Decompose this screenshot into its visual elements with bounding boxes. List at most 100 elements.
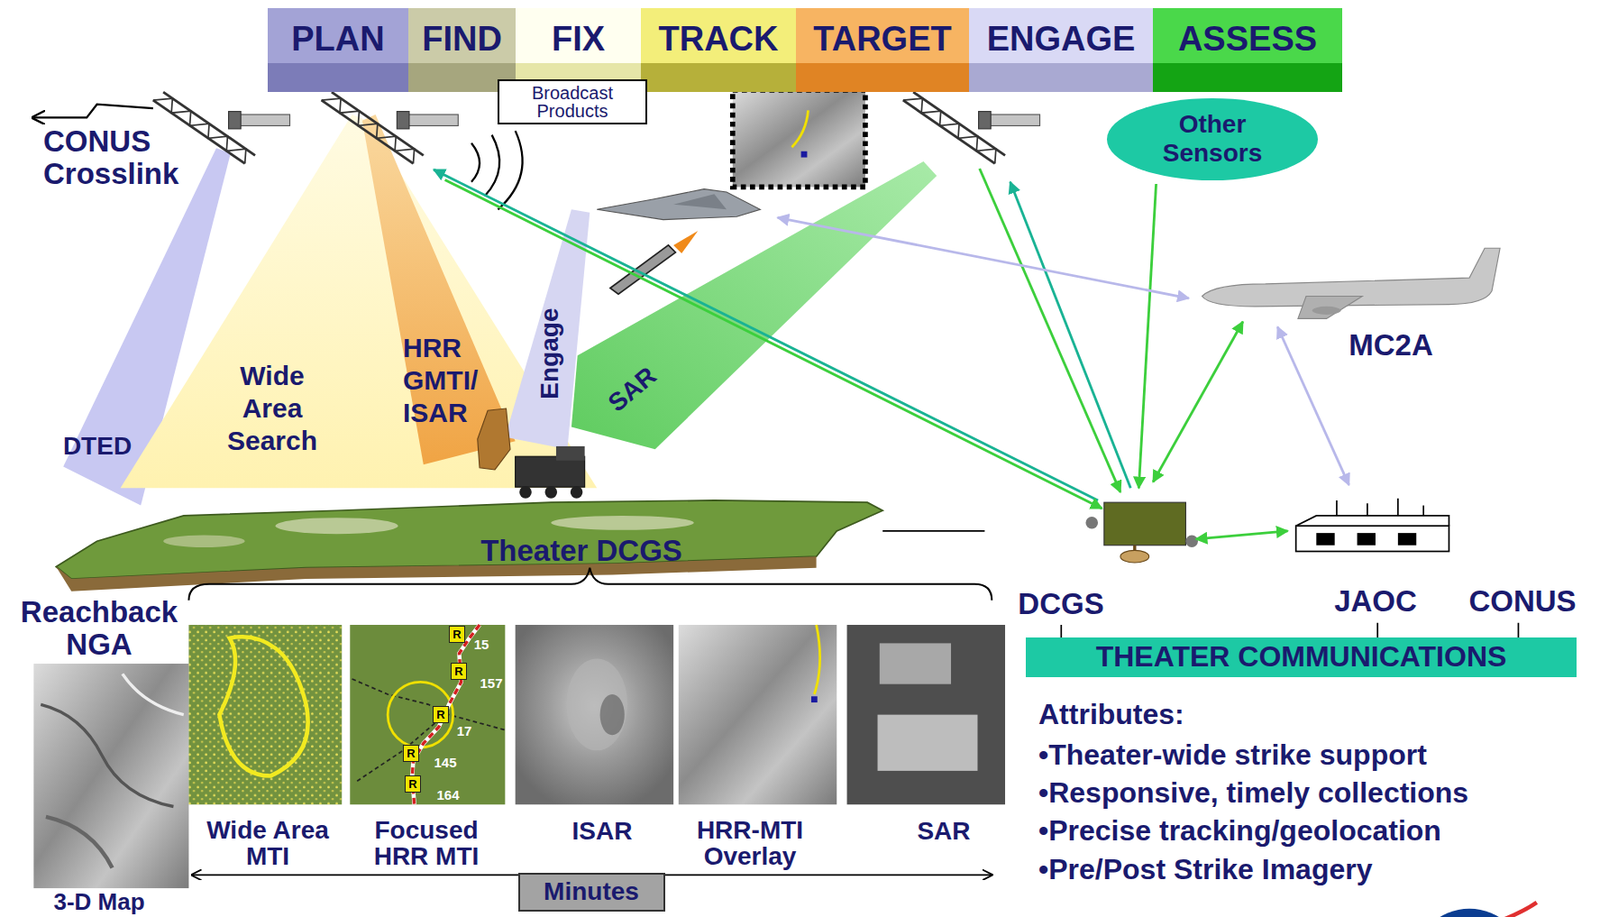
crosslink-arrow — [32, 104, 154, 119]
broadcast-waves — [497, 130, 522, 210]
data-links — [1277, 326, 1349, 485]
terrain-block — [550, 515, 694, 531]
map-3d-image — [45, 816, 113, 869]
launcher-vehicle — [556, 446, 586, 461]
beam-label: Wide Area Search — [211, 359, 334, 458]
site-label: DCGS — [1017, 586, 1104, 622]
track-marker-text: R — [408, 777, 417, 790]
site-label: JAOC — [1334, 584, 1418, 619]
terrain-block — [55, 500, 985, 592]
map-3d-image — [40, 704, 174, 806]
terrain-block — [163, 534, 246, 548]
jaoc-building — [1296, 525, 1450, 551]
phase-segment: ENGAGE — [969, 8, 1153, 92]
phase-segment: TRACK — [640, 8, 796, 92]
attribute-item: •Precise tracking/geolocation — [1038, 813, 1442, 848]
jaoc-building — [1335, 500, 1338, 516]
track-marker-text: R — [436, 708, 445, 721]
target-thumbnail — [791, 109, 808, 147]
track-marker: R — [448, 625, 466, 643]
track-marker: R — [402, 744, 420, 762]
missile — [673, 230, 698, 254]
focused-hrr-mti-image — [411, 624, 480, 805]
ground-station — [1085, 502, 1198, 563]
sar-image — [847, 624, 1006, 805]
wide-area-mti-image — [219, 636, 308, 776]
sensor-ellipse-text: Other Sensors — [1140, 109, 1285, 168]
data-links — [1010, 182, 1132, 489]
sar-image — [877, 714, 979, 771]
track-marker-text: R — [452, 628, 461, 640]
data-links — [1152, 321, 1244, 483]
strike-jet — [673, 193, 727, 210]
beam-label: DTED — [63, 431, 132, 461]
satellites — [321, 91, 459, 164]
phase-segment-text: PLAN — [291, 20, 384, 59]
terrain-block — [55, 556, 816, 591]
target-thumbnail — [801, 151, 808, 158]
sar-image — [879, 642, 951, 684]
crosslink-arrow — [32, 104, 154, 119]
jaoc-building — [1357, 532, 1376, 546]
strike-jet — [596, 189, 760, 220]
broadcast-box: Broadcast Products — [497, 79, 648, 125]
jaoc-building — [1366, 502, 1369, 516]
communications-band-text: THEATER COMMUNICATIONS — [1096, 640, 1508, 673]
launcher-vehicle — [477, 408, 511, 470]
crosslink-label: CONUS Crosslink — [43, 125, 233, 192]
image-caption: ISAR — [572, 816, 633, 846]
isar-image — [515, 624, 674, 805]
attribute-item: •Responsive, timely collections — [1038, 776, 1469, 810]
data-links — [777, 217, 1189, 298]
focused-hrr-mti-image — [356, 719, 439, 781]
focused-hrr-mti-image — [387, 681, 453, 747]
agency-logo — [1413, 902, 1537, 917]
hrr-mti-overlay-image — [813, 624, 820, 695]
mc2a-aircraft — [1202, 247, 1501, 319]
image-caption: Wide Area MTI — [186, 816, 349, 870]
jaoc-building — [1397, 498, 1399, 516]
isar-image — [600, 694, 625, 735]
ground-station — [1185, 534, 1198, 548]
track-number: 145 — [433, 754, 457, 770]
phase-segment-text: ENGAGE — [987, 20, 1136, 59]
launcher-vehicle — [544, 485, 558, 499]
track-number: 15 — [474, 636, 490, 652]
ground-station — [1085, 516, 1098, 530]
jaoc-building — [1296, 498, 1450, 552]
sensor-beams — [120, 114, 598, 488]
data-links — [445, 179, 1103, 509]
target-thumbnail — [732, 90, 866, 188]
data-links — [433, 168, 1349, 540]
attributes-heading: Attributes: — [1038, 697, 1185, 732]
beam-label: HRR GMTI/ ISAR — [402, 331, 494, 430]
isar-image — [566, 658, 628, 750]
track-number: 17 — [457, 722, 473, 739]
image-caption: 3-D Map — [53, 888, 145, 916]
satellites — [903, 91, 1041, 164]
phase-segment: TARGET — [795, 8, 970, 92]
communications-band: THEATER COMMUNICATIONS — [1025, 637, 1577, 677]
map-3d-image — [122, 673, 184, 714]
wide-area-mti-image — [188, 624, 342, 805]
image-caption: HRR-MTI Overlay — [672, 816, 828, 870]
sensor-beams — [571, 161, 937, 449]
terrain-block — [275, 517, 399, 534]
bracket — [188, 567, 992, 601]
image-caption: SAR — [916, 816, 970, 846]
jaoc-building — [1296, 515, 1450, 526]
track-number: 157 — [479, 675, 503, 691]
missile — [610, 245, 676, 294]
strike-jet — [596, 189, 760, 220]
track-number: 164 — [436, 786, 459, 803]
time-scale-box: Minutes — [518, 872, 666, 912]
image-caption: Focused HRR MTI — [348, 816, 504, 870]
hrr-mti-overlay-image — [811, 695, 818, 703]
broadcast-waves — [484, 135, 500, 197]
beam-label: Engage — [536, 307, 566, 399]
platform-label: MC2A — [1348, 328, 1434, 363]
mc2a-aircraft — [1298, 296, 1363, 320]
phase-segment: PLAN — [267, 8, 409, 92]
sensor-ellipse: Other Sensors — [1106, 97, 1319, 182]
satellites — [153, 91, 291, 164]
